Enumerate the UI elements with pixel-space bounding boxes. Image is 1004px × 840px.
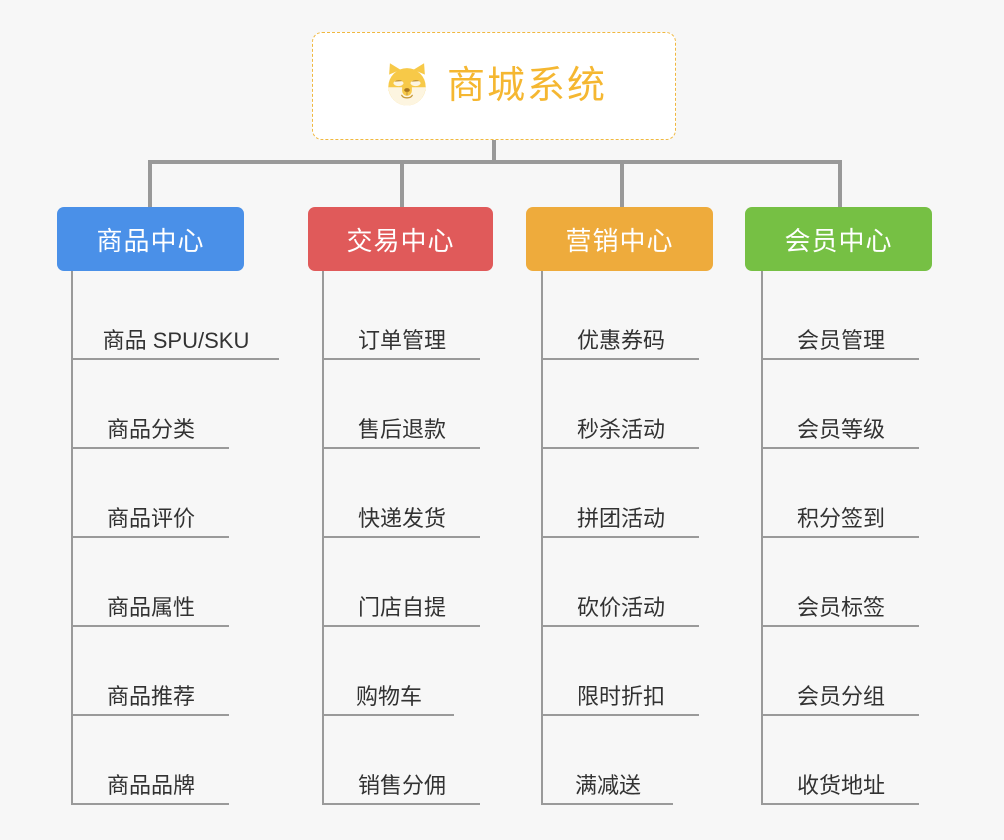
leaf-label-marketing-2: 秒杀活动 — [576, 416, 665, 442]
leaf-item-marketing-1[interactable]: 优惠券码 — [543, 271, 699, 360]
leaf-label-member-6: 收货地址 — [796, 772, 885, 798]
leaf-label-marketing-1: 优惠券码 — [576, 327, 665, 353]
leaf-label-trade-3: 快递发货 — [357, 505, 446, 531]
category-box-member-center[interactable]: 会员中心 — [745, 207, 932, 271]
leaf-item-member-4[interactable]: 会员标签 — [763, 538, 919, 627]
leaf-item-marketing-2[interactable]: 秒杀活动 — [543, 360, 699, 449]
leaf-item-marketing-4[interactable]: 砍价活动 — [543, 538, 699, 627]
leaf-label-trade-5: 购物车 — [355, 683, 422, 709]
leaf-item-member-1[interactable]: 会员管理 — [763, 271, 919, 360]
leaf-label-product-4: 商品属性 — [106, 594, 195, 620]
leaf-item-trade-4[interactable]: 门店自提 — [324, 538, 480, 627]
leaf-label-marketing-6: 满减送 — [574, 772, 641, 798]
root-node-shop-system[interactable]: 商城系统 — [312, 32, 676, 140]
leaf-item-marketing-3[interactable]: 拼团活动 — [543, 449, 699, 538]
leaf-label-product-5: 商品推荐 — [106, 683, 195, 709]
leaf-item-trade-6[interactable]: 销售分佣 — [324, 716, 480, 805]
leaf-label-member-4: 会员标签 — [796, 594, 885, 620]
leaf-spine-marketing-center — [541, 271, 543, 805]
leaf-item-product-2[interactable]: 商品分类 — [73, 360, 229, 449]
leaf-item-product-1[interactable]: 商品 SPU/SKU — [73, 271, 279, 360]
leaf-item-trade-5[interactable]: 购物车 — [324, 627, 454, 716]
leaf-item-trade-1[interactable]: 订单管理 — [324, 271, 480, 360]
category-label-trade-center: 交易中心 — [346, 225, 455, 256]
leaf-item-trade-3[interactable]: 快递发货 — [324, 449, 480, 538]
leaf-item-marketing-6[interactable]: 满减送 — [543, 716, 673, 805]
leaf-spine-product-center — [71, 271, 73, 805]
leaf-label-trade-1: 订单管理 — [357, 327, 446, 353]
leaf-item-member-5[interactable]: 会员分组 — [763, 627, 919, 716]
leaf-label-member-2: 会员等级 — [796, 416, 885, 442]
connector-drop-trade-center — [400, 160, 404, 208]
category-box-marketing-center[interactable]: 营销中心 — [526, 207, 713, 271]
root-node-label: 商城系统 — [446, 65, 607, 107]
category-label-marketing-center: 营销中心 — [565, 225, 674, 256]
category-box-trade-center[interactable]: 交易中心 — [308, 207, 493, 271]
leaf-label-trade-4: 门店自提 — [357, 594, 446, 620]
leaf-item-product-4[interactable]: 商品属性 — [73, 538, 229, 627]
leaf-item-marketing-5[interactable]: 限时折扣 — [543, 627, 699, 716]
shiba-dog-icon — [388, 63, 426, 106]
leaf-spine-trade-center — [322, 271, 324, 805]
leaf-item-member-2[interactable]: 会员等级 — [763, 360, 919, 449]
connector-drop-member-center — [838, 160, 842, 208]
leaf-item-member-3[interactable]: 积分签到 — [763, 449, 919, 538]
leaf-label-product-2: 商品分类 — [106, 416, 195, 442]
leaf-label-product-1: 商品 SPU/SKU — [102, 327, 250, 353]
connector-horizontal-bus — [148, 160, 842, 164]
leaf-item-product-3[interactable]: 商品评价 — [73, 449, 229, 538]
connector-root-stem — [492, 140, 496, 164]
leaf-item-product-6[interactable]: 商品品牌 — [73, 716, 229, 805]
category-label-product-center: 商品中心 — [96, 225, 205, 256]
leaf-label-product-3: 商品评价 — [106, 505, 195, 531]
leaf-label-marketing-3: 拼团活动 — [576, 505, 665, 531]
leaf-item-member-6[interactable]: 收货地址 — [763, 716, 919, 805]
leaf-label-trade-6: 销售分佣 — [357, 772, 446, 798]
category-box-product-center[interactable]: 商品中心 — [57, 207, 244, 271]
leaf-label-marketing-4: 砍价活动 — [576, 594, 665, 620]
leaf-item-product-5[interactable]: 商品推荐 — [73, 627, 229, 716]
leaf-label-trade-2: 售后退款 — [357, 416, 446, 442]
connector-drop-product-center — [148, 160, 152, 208]
leaf-label-marketing-5: 限时折扣 — [576, 683, 665, 709]
leaf-label-member-3: 积分签到 — [796, 505, 885, 531]
category-label-member-center: 会员中心 — [784, 225, 893, 256]
connector-drop-marketing-center — [620, 160, 624, 208]
leaf-item-trade-2[interactable]: 售后退款 — [324, 360, 480, 449]
leaf-label-product-6: 商品品牌 — [106, 772, 195, 798]
leaf-label-member-1: 会员管理 — [796, 327, 885, 353]
leaf-spine-member-center — [761, 271, 763, 805]
leaf-label-member-5: 会员分组 — [796, 683, 885, 709]
